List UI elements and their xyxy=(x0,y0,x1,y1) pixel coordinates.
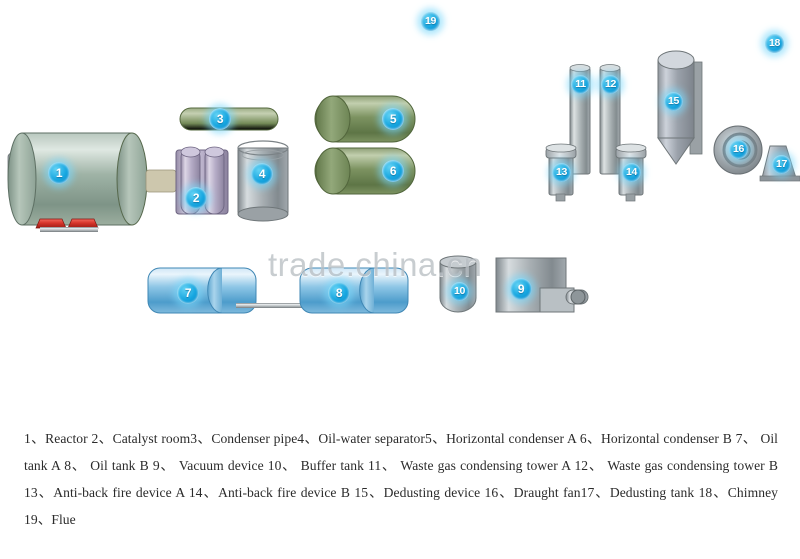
equipment-badge-1[interactable]: 1 xyxy=(48,162,70,184)
diagram-caption: 1、Reactor 2、Catalyst room3、Condenser pip… xyxy=(0,425,800,533)
equipment-badge-7[interactable]: 7 xyxy=(177,282,199,304)
equipment-badge-11[interactable]: 11 xyxy=(571,75,590,94)
equipment-badge-3[interactable]: 3 xyxy=(209,108,231,130)
equipment-badge-9[interactable]: 9 xyxy=(510,278,532,300)
equipment-badge-17[interactable]: 17 xyxy=(772,155,791,174)
equipment-badge-19[interactable]: 19 xyxy=(421,12,440,31)
equipment-badge-15[interactable]: 15 xyxy=(664,92,683,111)
caption-text: 1、Reactor 2、Catalyst room3、Condenser pip… xyxy=(24,431,778,527)
equipment-badge-12[interactable]: 12 xyxy=(601,75,620,94)
equipment-badge-18[interactable]: 18 xyxy=(765,34,784,53)
equipment-badge-13[interactable]: 13 xyxy=(552,163,571,182)
equipment-badge-10[interactable]: 10 xyxy=(450,282,469,301)
equipment-badge-2[interactable]: 2 xyxy=(185,187,207,209)
equipment-badge-14[interactable]: 14 xyxy=(622,163,641,182)
equipment-badge-16[interactable]: 16 xyxy=(729,140,748,159)
equipment-badge-6[interactable]: 6 xyxy=(382,160,404,182)
watermark: trade.china.cn xyxy=(268,246,483,283)
process-flow-diagram xyxy=(7,4,800,339)
equipment-badge-8[interactable]: 8 xyxy=(328,282,350,304)
equipment-badge-5[interactable]: 5 xyxy=(382,108,404,130)
equipment-badge-4[interactable]: 4 xyxy=(251,163,273,185)
